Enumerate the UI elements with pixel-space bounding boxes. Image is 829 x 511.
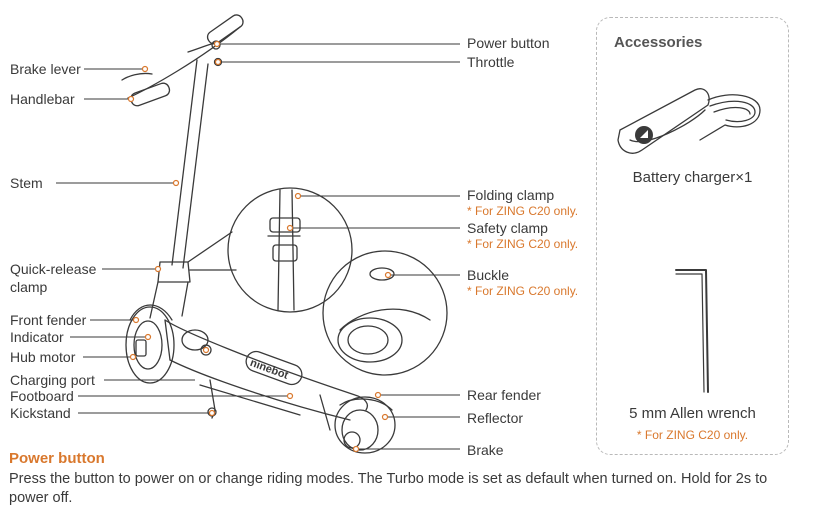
- power-section-title: Power button: [9, 450, 105, 467]
- wrench-note: * For ZING C20 only.: [636, 428, 749, 442]
- power-section-description: Press the button to power on or change r…: [9, 471, 768, 506]
- rear-wheel-drawing: [319, 394, 396, 454]
- note-folding-clamp: * For ZING C20 only.: [467, 204, 579, 218]
- label-power-button: Power button: [467, 35, 550, 51]
- label-folding-clamp: Folding clamp: [467, 187, 555, 203]
- label-footboard: Footboard: [10, 388, 74, 404]
- label-reflector: Reflector: [467, 410, 524, 426]
- label-kickstand: Kickstand: [10, 405, 71, 421]
- zoom-buckle: [322, 250, 448, 376]
- wrench-label: 5 mm Allen wrench: [629, 405, 756, 422]
- label-buckle: Buckle: [467, 267, 510, 283]
- label-rear-fender: Rear fender: [467, 387, 541, 403]
- note-safety-clamp: * For ZING C20 only.: [467, 237, 579, 251]
- label-quick-release: Quick-release: [10, 261, 97, 277]
- label-handlebar: Handlebar: [10, 91, 75, 107]
- accessories-box: [596, 17, 789, 455]
- label-quick-release-clamp: clamp: [10, 279, 48, 295]
- charger-label: Battery charger×1: [632, 169, 753, 186]
- label-throttle: Throttle: [467, 54, 515, 70]
- handlebar-drawing: [121, 14, 244, 107]
- label-front-fender: Front fender: [10, 312, 87, 328]
- label-brake-lever: Brake lever: [10, 61, 81, 77]
- zoom-folding-clamp: [187, 187, 353, 313]
- label-safety-clamp: Safety clamp: [467, 220, 548, 236]
- front-wheel-drawing: [125, 304, 175, 384]
- label-indicator: Indicator: [10, 329, 64, 345]
- label-hub-motor: Hub motor: [10, 349, 76, 365]
- brand-plate: [245, 350, 303, 386]
- charger-drawing: [617, 88, 761, 154]
- wrench-drawing: [675, 269, 709, 393]
- label-stem: Stem: [10, 175, 43, 191]
- note-buckle: * For ZING C20 only.: [467, 284, 579, 298]
- label-brake: Brake: [467, 442, 504, 458]
- stem-drawing: [149, 59, 209, 319]
- accessories-title: Accessories: [614, 34, 703, 51]
- footboard-drawing: [164, 319, 369, 421]
- charger-logo: [635, 126, 653, 144]
- label-charging-port: Charging port: [10, 372, 95, 388]
